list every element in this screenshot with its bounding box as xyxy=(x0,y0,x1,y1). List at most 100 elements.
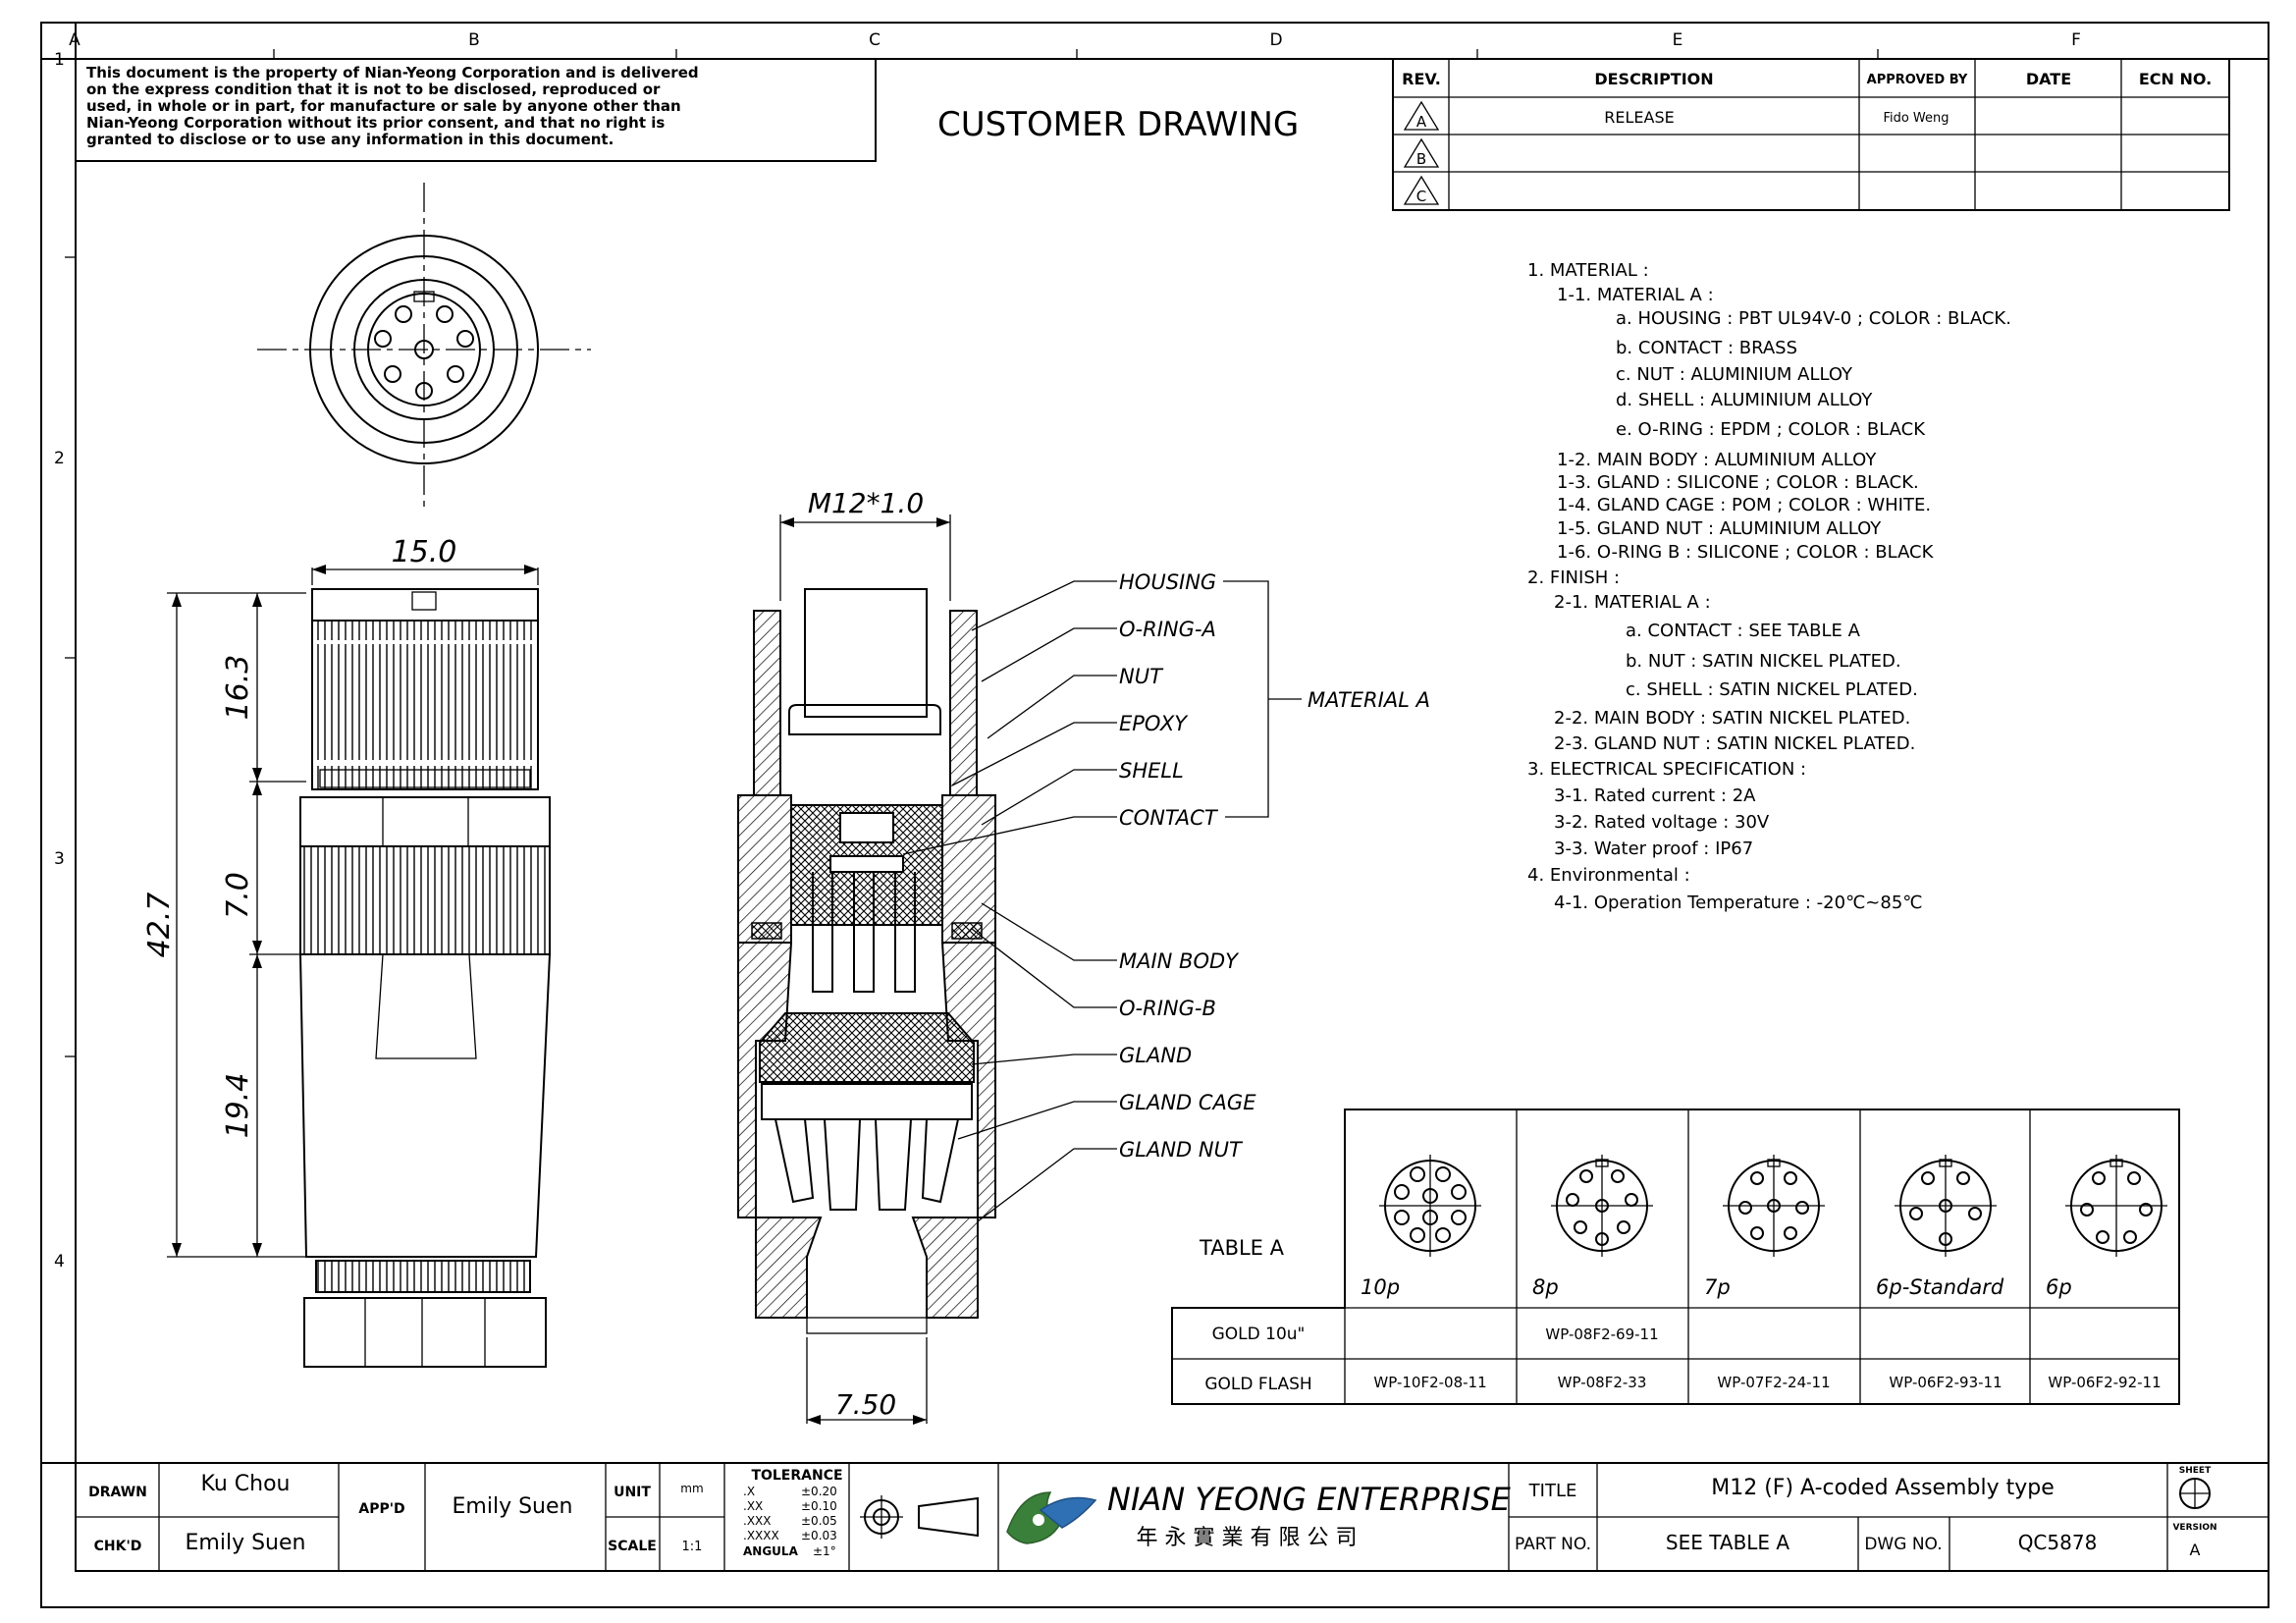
callout-label: GLAND xyxy=(1119,1044,1192,1067)
part-callouts: HOUSING O-RING-A NUT EPOXY SHELL CONTACT… xyxy=(902,570,1430,1222)
spec-line: 2-1. MATERIAL A : xyxy=(1554,592,1711,613)
revision-table: REV. DESCRIPTION APPROVED BY DATE ECN NO… xyxy=(1392,58,2230,211)
cable-diameter-dimension: 7.50 xyxy=(835,1388,896,1421)
part-number-cell: WP-08F2-69-11 xyxy=(1545,1325,1658,1343)
company-name-chinese: 年 永 實 業 有 限 公 司 xyxy=(1137,1526,1358,1550)
notice-line: Nian-Yeong Corporation without its prior… xyxy=(86,114,665,132)
pinout-7p xyxy=(1723,1155,1825,1257)
spec-line: 1-2. MAIN BODY : ALUMINIUM ALLOY xyxy=(1557,450,1877,470)
spec-line: b. CONTACT : BRASS xyxy=(1616,338,1797,358)
version-value: A xyxy=(2190,1541,2201,1559)
callout-label: EPOXY xyxy=(1119,712,1189,735)
row-label-gold-flash: GOLD FLASH xyxy=(1204,1375,1311,1394)
front-face-view xyxy=(257,183,591,513)
tolerance-key: .X xyxy=(743,1485,755,1498)
col-letter: A xyxy=(69,30,80,50)
approved-label: APP'D xyxy=(358,1501,404,1517)
row-number: 1 xyxy=(54,50,65,70)
spec-line: c. NUT : ALUMINIUM ALLOY xyxy=(1616,364,1853,385)
description-header: DESCRIPTION xyxy=(1594,70,1713,88)
spec-line: d. SHELL : ALUMINIUM ALLOY xyxy=(1616,390,1873,410)
callout-label: SHELL xyxy=(1119,759,1184,783)
thread-dimension: M12*1.0 xyxy=(808,487,924,519)
total-length-dimension: 42.7 xyxy=(142,893,177,958)
approved-by: Emily Suen xyxy=(453,1494,573,1519)
pinout-6p-standard xyxy=(1895,1155,1997,1257)
callout-label: GLAND CAGE xyxy=(1119,1091,1256,1114)
part-number-cell: WP-06F2-93-11 xyxy=(1889,1374,2002,1391)
spec-line: 1-1. MATERIAL A : xyxy=(1557,285,1714,305)
part-number-cell: WP-10F2-08-11 xyxy=(1373,1374,1486,1391)
callout-label: CONTACT xyxy=(1119,806,1219,830)
row-number: 2 xyxy=(54,449,65,468)
svg-text:C: C xyxy=(1416,188,1426,205)
svg-text:A: A xyxy=(1416,113,1427,131)
tolerance-value: ±0.05 xyxy=(801,1514,837,1528)
spec-line: 1-5. GLAND NUT : ALUMINIUM ALLOY xyxy=(1557,518,1882,539)
top-length-dimension: 16.3 xyxy=(221,655,255,721)
spec-line: 1. MATERIAL : xyxy=(1527,260,1649,281)
pin-count-label: 6p-Standard xyxy=(1876,1275,2004,1299)
tolerance-key: .XXXX xyxy=(743,1529,779,1542)
frame-col-letters: A B C D E F xyxy=(69,30,2081,50)
spec-line: 1-4. GLAND CAGE : POM ; COLOR : WHITE. xyxy=(1557,495,1931,515)
title-block: DRAWN Ku Chou CHK'D Emily Suen APP'D Emi… xyxy=(75,1462,2269,1572)
unit-value: mm xyxy=(680,1482,703,1495)
checked-by: Emily Suen xyxy=(186,1531,306,1555)
spec-line: 2-3. GLAND NUT : SATIN NICKEL PLATED. xyxy=(1554,733,1915,754)
width-dimension: 15.0 xyxy=(392,535,457,569)
table-a: TABLE A xyxy=(1171,1109,2180,1405)
callout-label: O-RING-A xyxy=(1119,618,1216,641)
tolerance-key: .XX xyxy=(743,1499,763,1513)
section-view-dimensions: M12*1.0 7.50 xyxy=(779,487,951,1425)
company-name: NIAN YEONG ENTERPRISE xyxy=(1107,1481,1512,1518)
material-a-label: MATERIAL A xyxy=(1308,688,1430,712)
bottom-length-dimension: 19.4 xyxy=(221,1073,255,1139)
spec-line: 4. Environmental : xyxy=(1527,865,1690,886)
callout-label: HOUSING xyxy=(1119,570,1216,594)
pin-count-label: 8p xyxy=(1532,1275,1559,1299)
col-letter: B xyxy=(468,30,480,50)
spec-line: 2-2. MAIN BODY : SATIN NICKEL PLATED. xyxy=(1554,708,1910,729)
spec-line: 1-6. O-RING B : SILICONE ; COLOR : BLACK xyxy=(1557,542,1935,563)
drawing-heading: CUSTOMER DRAWING xyxy=(937,105,1299,144)
notice-line: on the express condition that it is not … xyxy=(86,81,661,98)
rev-triangle-a: A xyxy=(1403,100,1440,131)
pin-count-label: 7p xyxy=(1704,1275,1731,1299)
drawing-number-label: DWG NO. xyxy=(1864,1535,1942,1554)
part-number-cell: WP-07F2-24-11 xyxy=(1717,1374,1830,1391)
spec-line: 4-1. Operation Temperature : -20℃~85℃ xyxy=(1554,893,1923,913)
ecn-header: ECN NO. xyxy=(2139,70,2212,88)
tolerance-title: TOLERANCE xyxy=(751,1468,842,1484)
callout-label: MAIN BODY xyxy=(1119,949,1240,973)
row-number: 4 xyxy=(54,1252,65,1271)
part-number-value: SEE TABLE A xyxy=(1666,1531,1790,1554)
date-header: DATE xyxy=(2026,70,2071,88)
pinout-10p xyxy=(1379,1155,1481,1257)
mid-length-dimension: 7.0 xyxy=(221,872,255,919)
sheet-label: SHEET xyxy=(2179,1466,2212,1476)
spec-line: a. CONTACT : SEE TABLE A xyxy=(1626,621,1861,641)
spec-line: c. SHELL : SATIN NICKEL PLATED. xyxy=(1626,679,1918,700)
tolerance-value: ±0.03 xyxy=(801,1529,837,1542)
sheet-symbol-icon xyxy=(2179,1478,2211,1509)
spec-line: a. HOUSING : PBT UL94V-0 ; COLOR : BLACK… xyxy=(1616,308,2011,329)
svg-text:B: B xyxy=(1416,150,1426,168)
part-number-label: PART NO. xyxy=(1515,1535,1591,1554)
tolerance-value: ±0.10 xyxy=(801,1499,837,1513)
tolerance-value: ±1° xyxy=(813,1544,836,1558)
part-number-cell: WP-08F2-33 xyxy=(1558,1374,1647,1391)
drawing-title: M12 (F) A-coded Assembly type xyxy=(1711,1476,2054,1500)
rev-approved-by: Fido Weng xyxy=(1883,111,1949,126)
drawn-label: DRAWN xyxy=(88,1485,147,1500)
title-label: TITLE xyxy=(1528,1481,1577,1501)
tolerance-key: ANGULA xyxy=(743,1544,799,1558)
version-label: VERSION xyxy=(2172,1523,2216,1533)
spec-line: b. NUT : SATIN NICKEL PLATED. xyxy=(1626,651,1901,672)
row-number: 3 xyxy=(54,849,65,869)
checked-label: CHK'D xyxy=(94,1539,142,1554)
part-number-cell: WP-06F2-92-11 xyxy=(2048,1374,2161,1391)
spec-line: 2. FINISH : xyxy=(1527,568,1620,588)
scale-label: SCALE xyxy=(608,1539,657,1554)
